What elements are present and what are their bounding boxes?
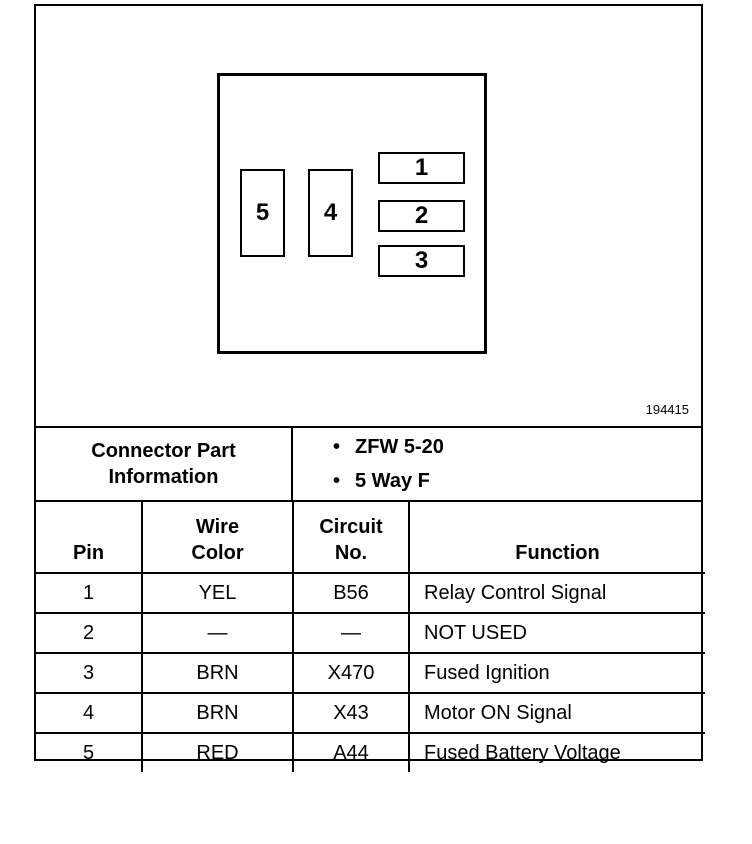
cell-function: Relay Control Signal xyxy=(408,572,705,614)
header-circuit-no: Circuit No. xyxy=(292,502,410,574)
cell-circuit: — xyxy=(292,612,410,654)
cavity-pin-5: 5 xyxy=(240,169,285,257)
header-wire-line-2: Color xyxy=(191,542,244,564)
header-circuit-line-2: No. xyxy=(334,542,368,564)
header-wire-color: Wire Color xyxy=(141,502,294,574)
cell-circuit: A44 xyxy=(292,732,410,772)
cell-pin: 3 xyxy=(36,652,143,694)
cell-function: NOT USED xyxy=(408,612,705,654)
cell-wire-color: BRN xyxy=(141,692,294,734)
figure-id: 194415 xyxy=(645,402,689,417)
bullet-icon: • xyxy=(333,436,341,458)
connector-diagram: 5 4 1 2 3 194415 xyxy=(36,6,701,428)
connector-housing: 5 4 1 2 3 xyxy=(217,73,487,354)
table-row: 1 YEL B56 Relay Control Signal xyxy=(36,572,705,614)
header-wire-line-1: Wire xyxy=(195,516,240,538)
info-label-line-1: Connector Part xyxy=(91,440,236,462)
cavity-pin-2: 2 xyxy=(378,200,465,232)
connector-part-info-label: Connector Part Information xyxy=(36,428,293,500)
info-item-part-number: • ZFW 5-20 xyxy=(333,430,701,464)
header-pin-text: Pin xyxy=(72,542,105,564)
cell-circuit: X43 xyxy=(292,692,410,734)
table-row: 4 BRN X43 Motor ON Signal xyxy=(36,692,705,734)
table-row: 2 — — NOT USED xyxy=(36,612,705,654)
table-row: 3 BRN X470 Fused Ignition xyxy=(36,652,705,694)
cavity-pin-4: 4 xyxy=(308,169,353,257)
cavity-pin-3: 3 xyxy=(378,245,465,277)
connector-part-info: Connector Part Information • ZFW 5-20 • 5 … xyxy=(36,428,701,502)
bullet-icon: • xyxy=(333,470,341,492)
cell-function: Fused Ignition xyxy=(408,652,705,694)
info-item-text: 5 Way F xyxy=(355,470,430,492)
cell-wire-color: — xyxy=(141,612,294,654)
connector-part-info-values: • ZFW 5-20 • 5 Way F xyxy=(293,428,701,500)
cell-pin: 2 xyxy=(36,612,143,654)
cell-wire-color: RED xyxy=(141,732,294,772)
header-circuit-line-1: Circuit xyxy=(319,516,383,538)
cell-pin: 1 xyxy=(36,572,143,614)
info-item-text: ZFW 5-20 xyxy=(355,436,444,458)
cell-pin: 5 xyxy=(36,732,143,772)
table-header-row: Pin Wire Color Circuit No. Function xyxy=(36,502,705,574)
table-row: 5 RED A44 Fused Battery Voltage xyxy=(36,732,705,772)
cell-wire-color: YEL xyxy=(141,572,294,614)
cavity-pin-1: 1 xyxy=(378,152,465,184)
header-function-text: Function xyxy=(515,542,600,564)
cell-function: Fused Battery Voltage xyxy=(408,732,705,772)
header-function: Function xyxy=(408,502,705,574)
cell-wire-color: BRN xyxy=(141,652,294,694)
connector-document: 5 4 1 2 3 194415 Connector Part Informat… xyxy=(34,4,705,772)
cell-pin: 4 xyxy=(36,692,143,734)
info-label-line-2: Information xyxy=(108,466,219,488)
info-item-way-count: • 5 Way F xyxy=(333,464,701,498)
cell-circuit: X470 xyxy=(292,652,410,694)
pinout-table: Pin Wire Color Circuit No. Function 1 YE… xyxy=(36,502,705,772)
cell-function: Motor ON Signal xyxy=(408,692,705,734)
header-pin: Pin xyxy=(36,502,143,574)
cell-circuit: B56 xyxy=(292,572,410,614)
